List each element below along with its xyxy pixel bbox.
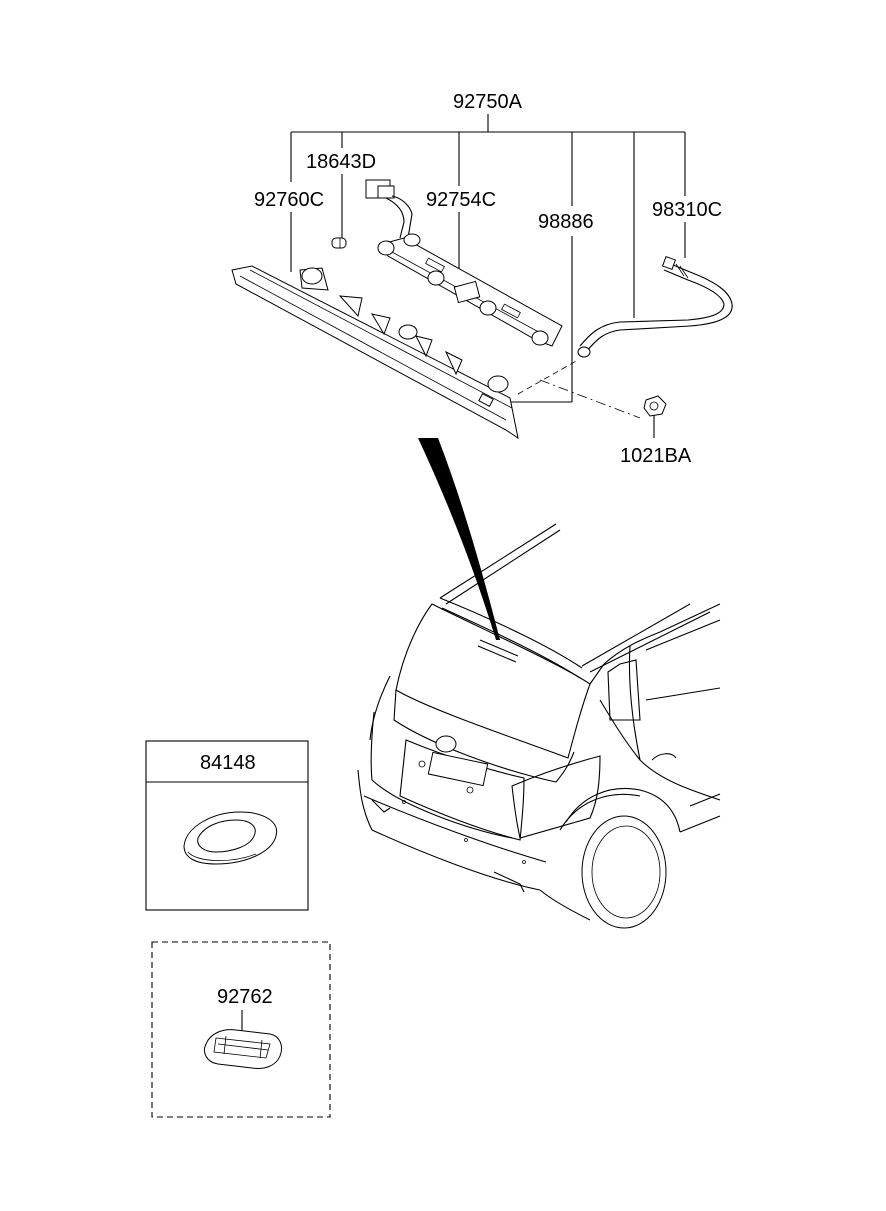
plug-84148-box [145,740,309,911]
nut-part [643,395,667,417]
label-housing: 92760C [254,189,324,211]
label-socket: 92754C [426,189,496,211]
socket-plate [377,233,563,347]
harness-connector [365,179,413,239]
washer-hose [577,255,733,358]
bulb-part [331,237,347,249]
label-nut: 1021BA [620,445,692,467]
leader-lines [290,114,686,438]
label-plug-top: 84148 [200,752,256,774]
label-bulb: 18643D [306,151,376,173]
car-rear-illustration [357,523,721,929]
label-hose: 98310C [652,199,722,221]
pointer-arrow [418,438,500,640]
label-plug-bottom: 92762 [217,986,273,1008]
label-connector: 98886 [538,211,594,233]
label-assembly: 92750A [453,91,523,113]
plug-92762-box [151,941,331,1118]
lamp-housing [231,265,519,440]
